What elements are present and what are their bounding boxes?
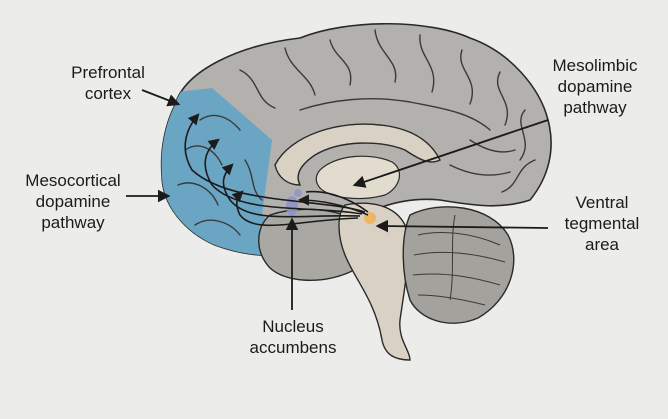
cerebellum bbox=[402, 206, 515, 324]
brainstem bbox=[338, 202, 411, 361]
label-mesocortical-line3: pathway bbox=[41, 213, 105, 232]
label-mesolimbic-pathway: Mesolimbic dopamine pathway bbox=[540, 55, 650, 118]
label-mesolimbic-line3: pathway bbox=[563, 98, 627, 117]
label-mesolimbic-line2: dopamine bbox=[557, 77, 633, 96]
label-mesocortical-line1: Mesocortical bbox=[25, 171, 121, 190]
label-vta-line2: tegmental bbox=[564, 214, 640, 233]
label-vta-line3: area bbox=[584, 235, 620, 254]
mesolimbic-arrow bbox=[352, 119, 549, 188]
mesolimbic-fibers bbox=[297, 190, 369, 216]
label-prefrontal-line2: cortex bbox=[84, 84, 132, 103]
label-nucleus-accumbens: Nucleus accumbens bbox=[228, 316, 358, 358]
label-ventral-tegmental-area: Ventral tegmental area bbox=[552, 192, 652, 255]
label-mesocortical-pathway: Mesocortical dopamine pathway bbox=[8, 170, 138, 233]
prefrontal-arrow bbox=[141, 89, 181, 107]
label-nucleus-line2: accumbens bbox=[249, 338, 337, 357]
label-prefrontal-line1: Prefrontal bbox=[71, 63, 145, 82]
mesocortical-fibers bbox=[184, 113, 366, 227]
label-prefrontal-cortex: Prefrontal cortex bbox=[60, 62, 156, 104]
nucleus-accumbens-region bbox=[286, 196, 298, 216]
label-mesolimbic-line1: Mesolimbic bbox=[552, 56, 638, 75]
nucleus-accumbens-region-b bbox=[294, 189, 302, 197]
label-mesocortical-line2: dopamine bbox=[35, 192, 111, 211]
cortex-gyri bbox=[177, 29, 536, 236]
label-arrows bbox=[126, 89, 549, 310]
label-nucleus-line1: Nucleus bbox=[262, 317, 324, 336]
corpus-callosum bbox=[274, 123, 441, 186]
label-vta-line1: Ventral bbox=[575, 193, 629, 212]
vta-arrow bbox=[375, 219, 549, 233]
